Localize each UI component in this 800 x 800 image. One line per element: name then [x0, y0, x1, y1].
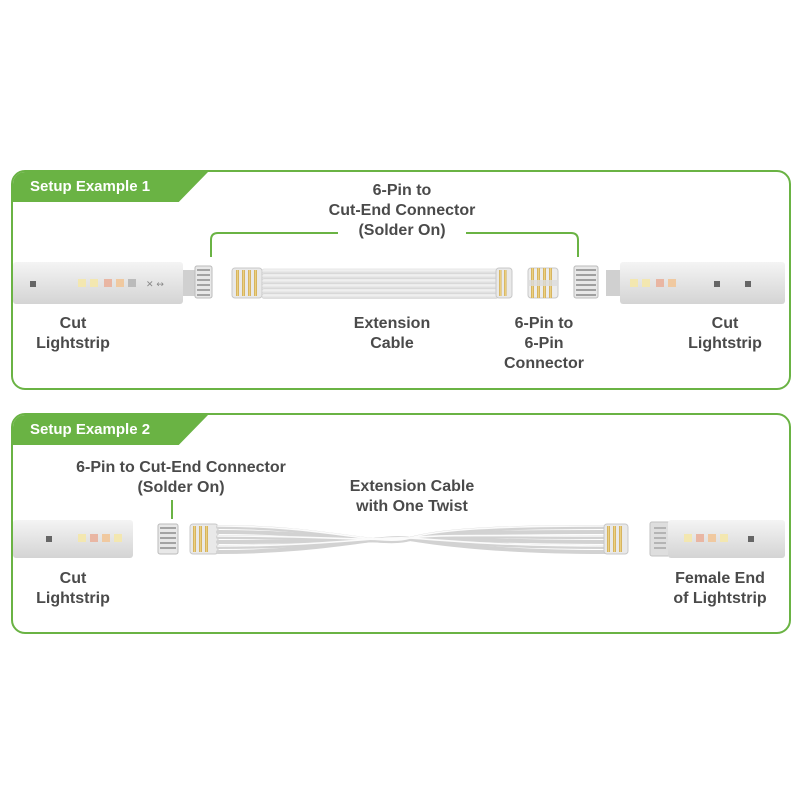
connector-bracket-line: [210, 232, 579, 257]
cut-lightstrip-left-1: ✕ ↔: [13, 262, 197, 304]
setup-example-1-badge: Setup Example 1: [13, 172, 208, 202]
extension-cable-label-1: Extension Cable: [353, 315, 431, 352]
solder-connector-label-2: 6-Pin to Cut-End Connector (Solder On): [76, 459, 286, 496]
setup-example-2-badge: Setup Example 2: [13, 415, 208, 445]
right-lightstrip-label-1: Cut Lightstrip: [688, 315, 762, 352]
svg-text:✕ ↔: ✕ ↔: [146, 280, 164, 290]
female-end-label: Female End of Lightstrip: [673, 570, 767, 607]
solder-connector-left-1: [194, 265, 213, 299]
solder-connector-right-1: [573, 265, 599, 299]
left-lightstrip-label-1: Cut Lightstrip: [36, 315, 110, 352]
six-pin-to-six-pin-connector: [527, 267, 559, 299]
female-end-lightstrip: [649, 520, 785, 558]
solder-connector-2: [157, 523, 179, 555]
extension-cable-1: [231, 267, 513, 299]
cut-lightstrip-right-1: [606, 262, 785, 304]
cut-lightstrip-left-2: [13, 520, 133, 558]
left-lightstrip-label-2: Cut Lightstrip: [36, 570, 110, 607]
solder-connector-label-1: 6-Pin to Cut-End Connector (Solder On): [328, 182, 476, 239]
six-pin-connector-label: 6-Pin to 6-Pin Connector: [504, 315, 584, 372]
extension-cable-twisted: [189, 523, 629, 555]
extension-cable-label-2: Extension Cable with One Twist: [349, 478, 475, 515]
